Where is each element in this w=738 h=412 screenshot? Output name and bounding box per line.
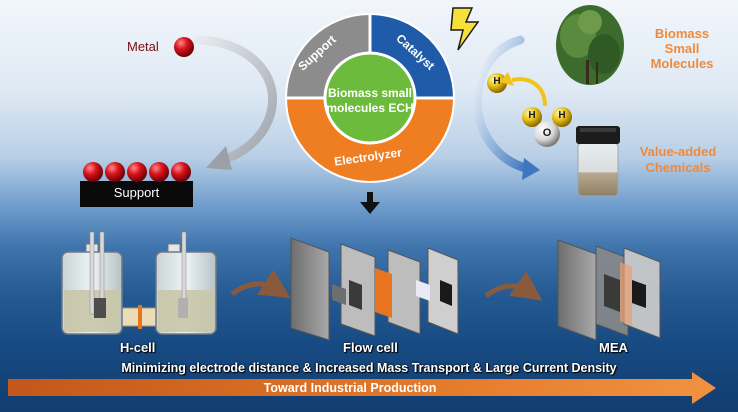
lightning-icon — [450, 7, 480, 51]
h-cell-label: H-cell — [120, 340, 156, 355]
center-label-line2: molecules ECH — [326, 101, 414, 115]
mea-label: MEA — [599, 340, 628, 355]
progress-arrow-1 — [230, 269, 291, 299]
water-h1-label: H — [528, 110, 536, 121]
support-with-metal — [80, 162, 193, 207]
progress-arrow-2 — [484, 271, 543, 301]
water-molecule — [522, 107, 572, 147]
trees-photo — [556, 5, 624, 85]
metal-label: Metal — [127, 39, 159, 54]
water-o-label: O — [542, 127, 552, 139]
water-h2-label: H — [558, 110, 566, 121]
center-label-line1: Biomass small — [327, 86, 413, 100]
h-atom-free — [487, 73, 507, 93]
yellow-arrow — [500, 72, 547, 107]
support-label: Support — [113, 185, 160, 200]
down-arrow — [360, 192, 380, 214]
industrial-arrow — [8, 372, 716, 404]
h-atom-label: H — [493, 76, 501, 87]
biomass-label-line1: Biomass — [654, 26, 710, 41]
value-label-line2: Chemicals — [645, 160, 711, 175]
biomass-label-line3: Molecules — [650, 56, 714, 71]
flow-cell-label: Flow cell — [343, 340, 398, 355]
industrial-arrow-label: Toward Industrial Production — [263, 381, 437, 395]
benefits-line: Minimizing electrode distance & Increase… — [121, 361, 617, 375]
h-cell — [61, 231, 217, 335]
biomass-label-line2: Small — [664, 41, 700, 56]
mea — [557, 239, 661, 341]
flow-cell — [290, 237, 459, 341]
metal-ball — [174, 37, 194, 57]
gray-curved-arrow — [193, 35, 277, 170]
value-label-line1: Value-added — [639, 144, 717, 159]
central-ring — [285, 13, 455, 183]
blue-curved-arrow — [472, 35, 540, 180]
vial — [576, 126, 620, 197]
